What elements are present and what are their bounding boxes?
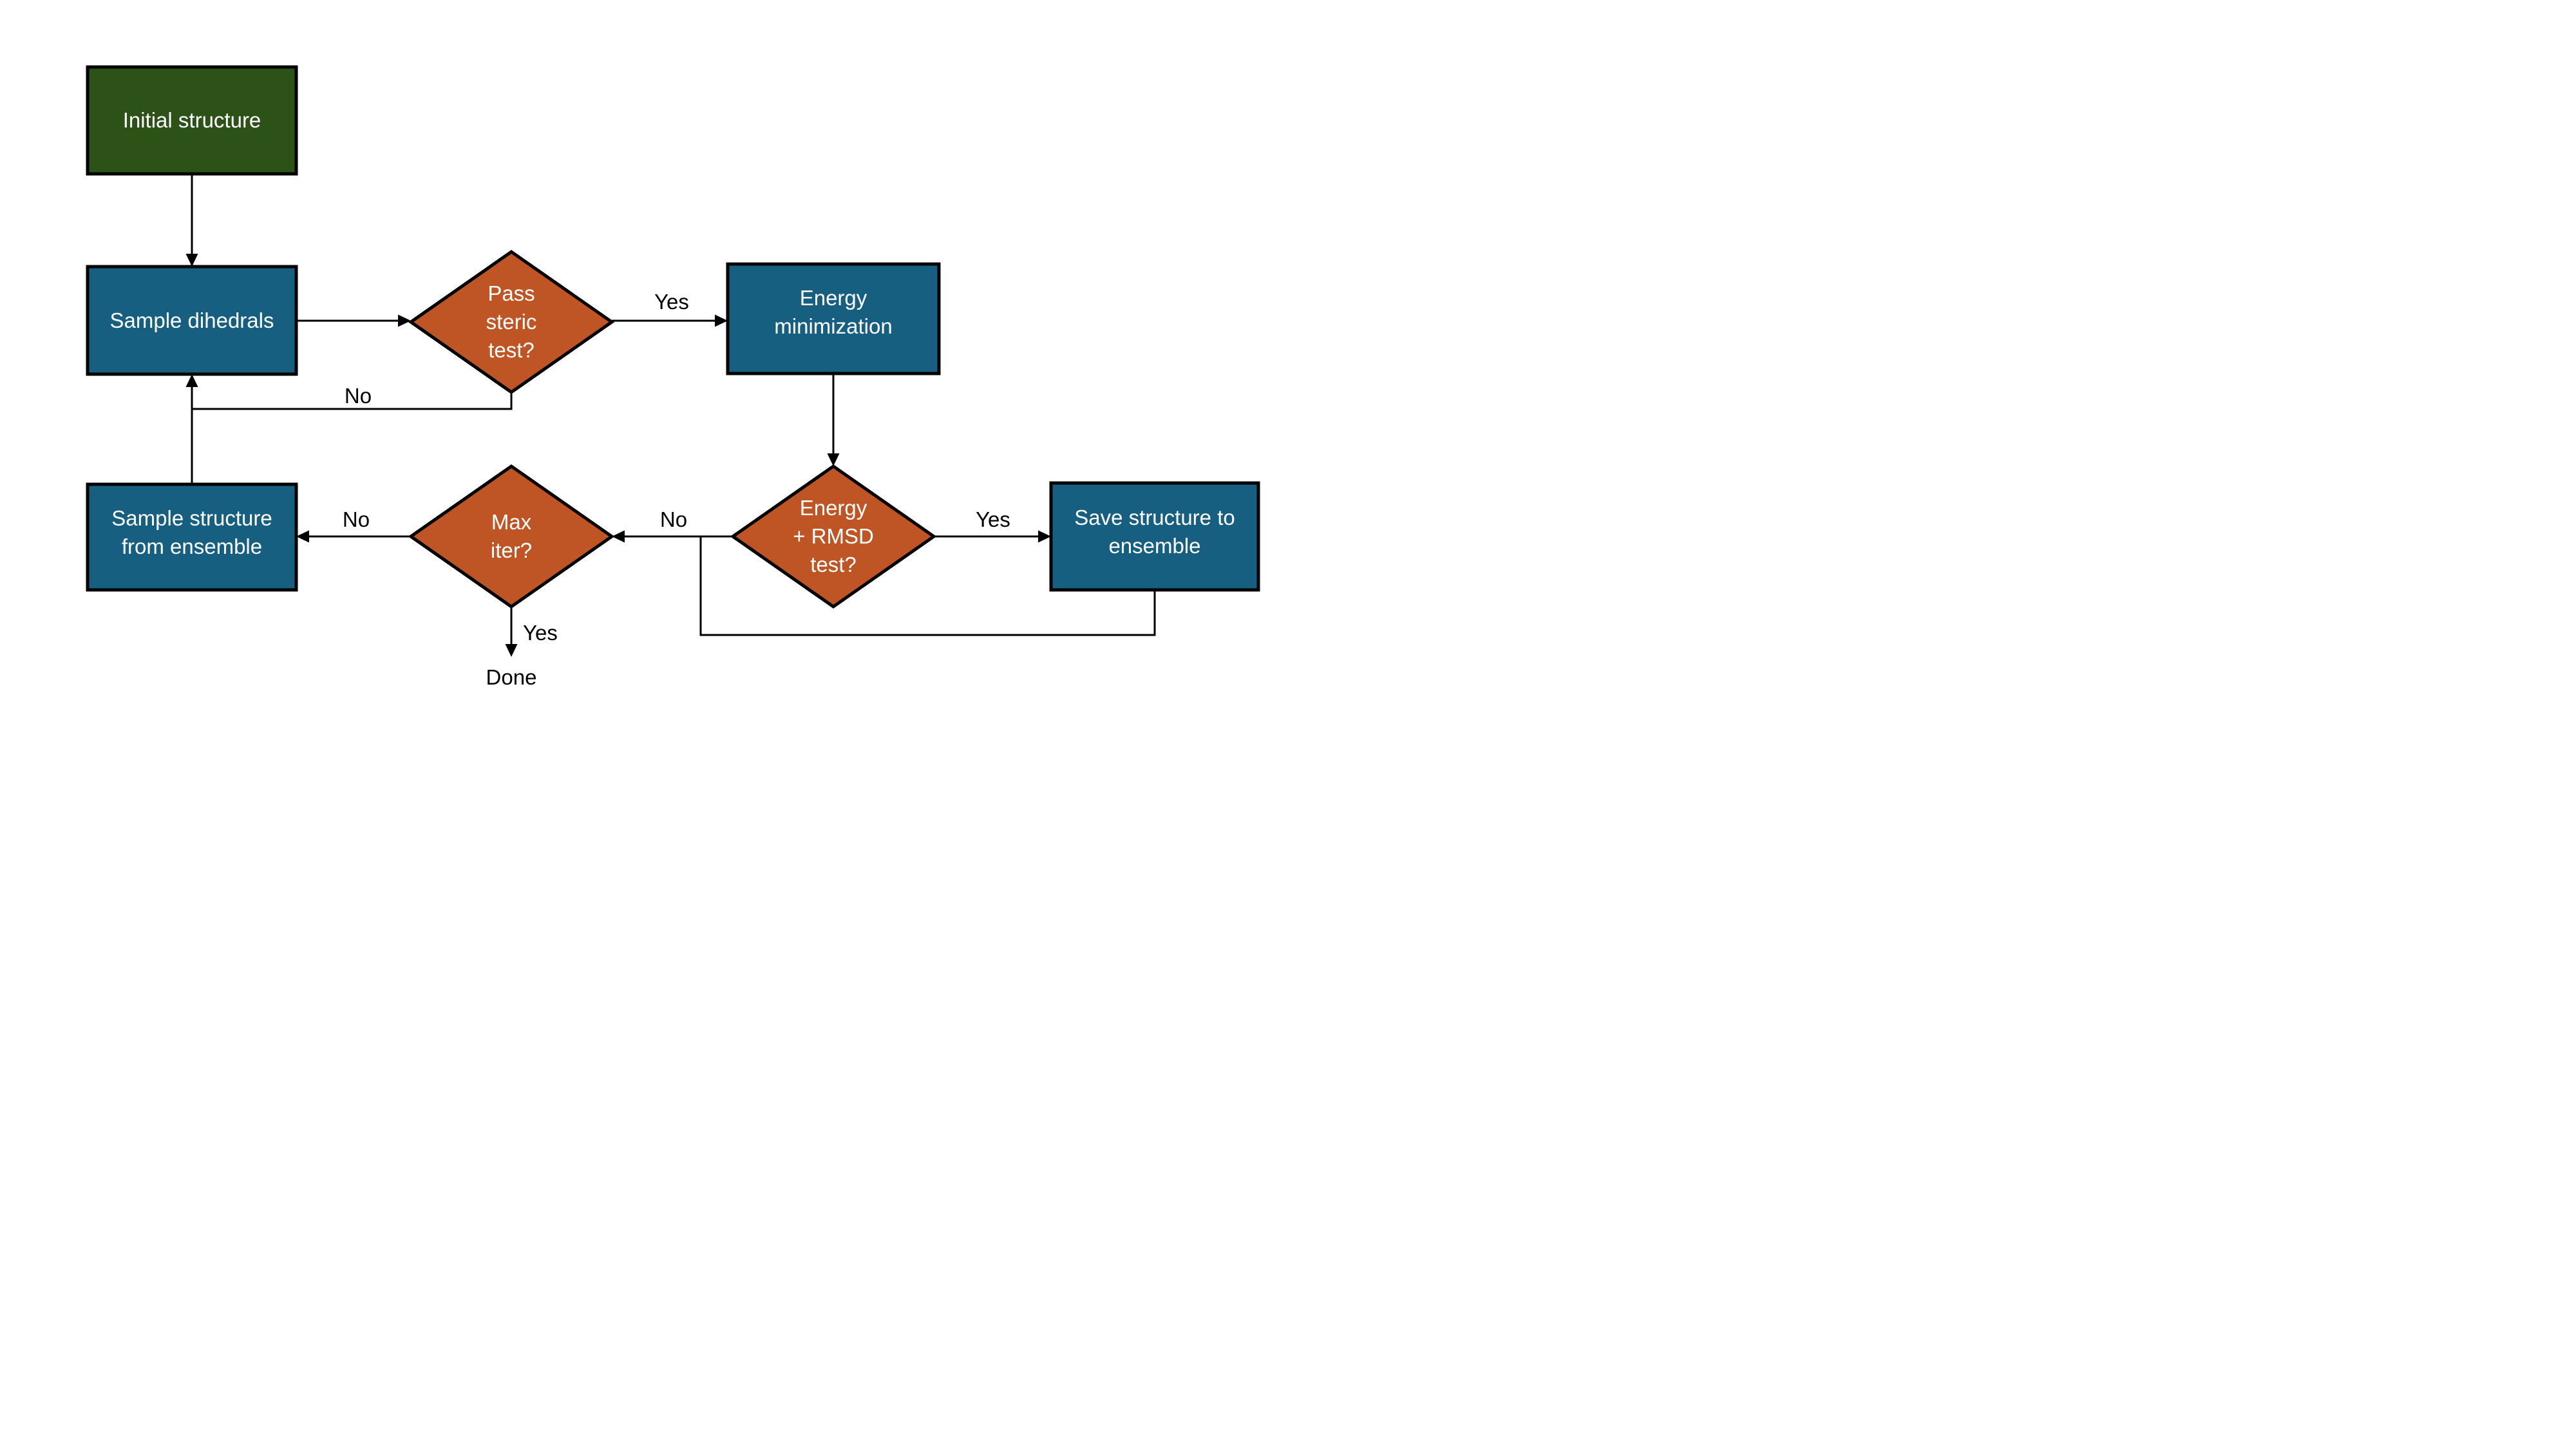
arrowhead-into-sample-dihedrals-bottom (185, 374, 198, 387)
steric-yes-label: Yes (654, 290, 689, 314)
node-pass-steric-test (408, 249, 615, 395)
save-structure-label-line2: ensemble (1108, 534, 1200, 558)
steric-test-label-line2: steric (486, 310, 537, 334)
arrowhead-into-sample-dihedrals-top (185, 254, 198, 267)
max-iter-label-line1: Max (491, 510, 532, 534)
steric-test-label-line1: Pass (488, 281, 535, 305)
flowchart-canvas: Initial structure Sample dihedrals Pass … (0, 0, 1288, 724)
energy-minimization-label-line1: Energy (800, 286, 867, 310)
rmsd-test-label-line3: test? (810, 553, 857, 576)
energy-minimization-label-line2: minimization (774, 314, 892, 338)
max-iter-yes-label: Yes (523, 621, 558, 645)
rmsd-no-label: No (660, 507, 687, 531)
flowchart-svg: Initial structure Sample dihedrals Pass … (86, 65, 1260, 689)
initial-structure-label: Initial structure (123, 108, 261, 132)
sample-structure-label-line1: Sample structure (111, 506, 272, 530)
edge-save-structure-return-loop (699, 536, 1156, 636)
sample-structure-label-line2: from ensemble (122, 535, 262, 558)
node-sample-structure (86, 482, 298, 592)
edges (191, 174, 1156, 647)
node-max-iter (408, 464, 615, 609)
steric-test-label-line3: test? (488, 338, 535, 362)
node-energy-rmsd-test (730, 464, 937, 609)
save-structure-label-line1: Save structure to (1074, 506, 1235, 529)
max-iter-no-label: No (343, 507, 370, 531)
arrowhead-into-save-structure (1038, 530, 1051, 543)
arrowhead-into-steric-test (398, 314, 411, 327)
rmsd-test-label-line2: + RMSD (793, 524, 874, 548)
steric-no-label: No (345, 384, 372, 408)
arrowhead-into-rmsd-test (827, 453, 840, 466)
arrowhead-into-max-iter (612, 530, 625, 543)
node-energy-minimization (726, 262, 941, 375)
arrowheads (185, 254, 1051, 657)
node-labels: Initial structure Sample dihedrals Pass … (110, 108, 1235, 576)
arrowhead-into-energy-minimization (715, 314, 728, 327)
sample-dihedrals-label: Sample dihedrals (110, 308, 274, 332)
node-initial-structure (86, 65, 298, 176)
edge-labels: Yes No Yes No No Yes Done (343, 290, 1010, 689)
node-sample-dihedrals (86, 265, 298, 376)
arrowhead-into-done (505, 644, 518, 657)
max-iter-label-line2: iter? (491, 538, 532, 562)
arrowhead-into-sample-structure (296, 530, 309, 543)
node-save-structure (1049, 481, 1260, 592)
done-label: Done (486, 665, 537, 689)
edge-steric-no-loop (192, 392, 513, 410)
rmsd-yes-label: Yes (976, 507, 1010, 531)
rmsd-test-label-line1: Energy (800, 496, 867, 520)
